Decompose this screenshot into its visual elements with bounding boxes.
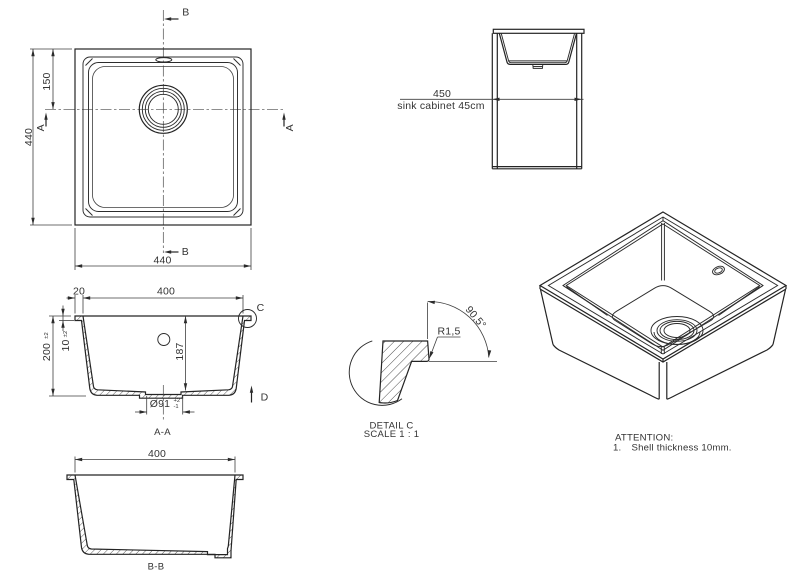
detail-c-marker xyxy=(238,309,257,328)
plan-dim-width: 440 xyxy=(153,255,171,267)
aa-dim-rim: 10 xyxy=(60,339,72,351)
aa-dim-height: 200 xyxy=(41,343,53,361)
detail-c-section xyxy=(378,340,430,404)
plan-section-a-left-label: A xyxy=(35,124,47,131)
cabinet-view: 450 sink cabinet 45cm xyxy=(397,28,585,170)
section-bb-view: 400 B-B xyxy=(66,448,244,573)
detail-c-scale: SCALE 1 : 1 xyxy=(364,429,420,440)
detail-c-view: 90,5° R1,5 DETAIL C SCALE 1 : 1 xyxy=(348,299,497,440)
overflow-hole-section xyxy=(157,333,171,346)
attention-heading: ATTENTION: xyxy=(615,433,673,444)
aa-dim-depth: 187 xyxy=(174,342,186,360)
aa-direction-d-label: D xyxy=(261,392,269,404)
plan-section-b-bottom-label: B xyxy=(182,246,189,258)
plan-dim-drain-offset: 150 xyxy=(41,72,53,90)
plan-section-a-right-label: A xyxy=(284,124,296,131)
detail-c-title: DETAIL C xyxy=(369,421,413,432)
cabinet-sink-bowl xyxy=(498,33,578,69)
overflow-slot xyxy=(155,57,173,63)
cabinet-caption: sink cabinet 45cm xyxy=(397,100,484,112)
aa-dim-drain-tol-plus: +2 xyxy=(174,398,181,404)
plan-dim-height: 440 xyxy=(23,128,35,146)
aa-dim-inner-width: 400 xyxy=(157,286,175,298)
aa-dim-drain-tol-minus: -1 xyxy=(174,404,179,410)
detail-c-radius: R1,5 xyxy=(438,326,461,338)
aa-detail-c-label: C xyxy=(257,302,265,314)
attention-item-number: 1. xyxy=(613,443,621,454)
drain-plan xyxy=(138,84,188,134)
cabinet-dim-width: 450 xyxy=(433,88,451,100)
aa-dim-drain: Ø91 xyxy=(150,398,170,410)
detail-c-angle: 90,5° xyxy=(463,304,489,331)
drain-iso xyxy=(650,316,704,345)
plan-section-b-top-label: B xyxy=(182,6,189,18)
section-bb-shell xyxy=(66,474,244,559)
bb-dim-inner-width: 400 xyxy=(148,448,166,460)
overflow-iso xyxy=(712,265,725,276)
aa-dim-rim-tol: ±2 xyxy=(63,331,69,337)
aa-dim-height-tol: ±2 xyxy=(44,332,50,338)
section-aa-view: 20 400 200 ±2 10 ±2 187 Ø91 +2 -1 C D A-… xyxy=(41,286,269,439)
section-bb-title: B-B xyxy=(148,562,165,573)
isometric-view xyxy=(538,211,788,400)
aa-dim-wall: 20 xyxy=(73,286,85,298)
attention-note: ATTENTION: 1. Shell thickness 10mm. xyxy=(613,433,732,454)
section-aa-title: A-A xyxy=(154,427,171,438)
attention-item-text: Shell thickness 10mm. xyxy=(632,443,732,454)
plan-view: 440 150 440 B B A A xyxy=(23,6,296,270)
